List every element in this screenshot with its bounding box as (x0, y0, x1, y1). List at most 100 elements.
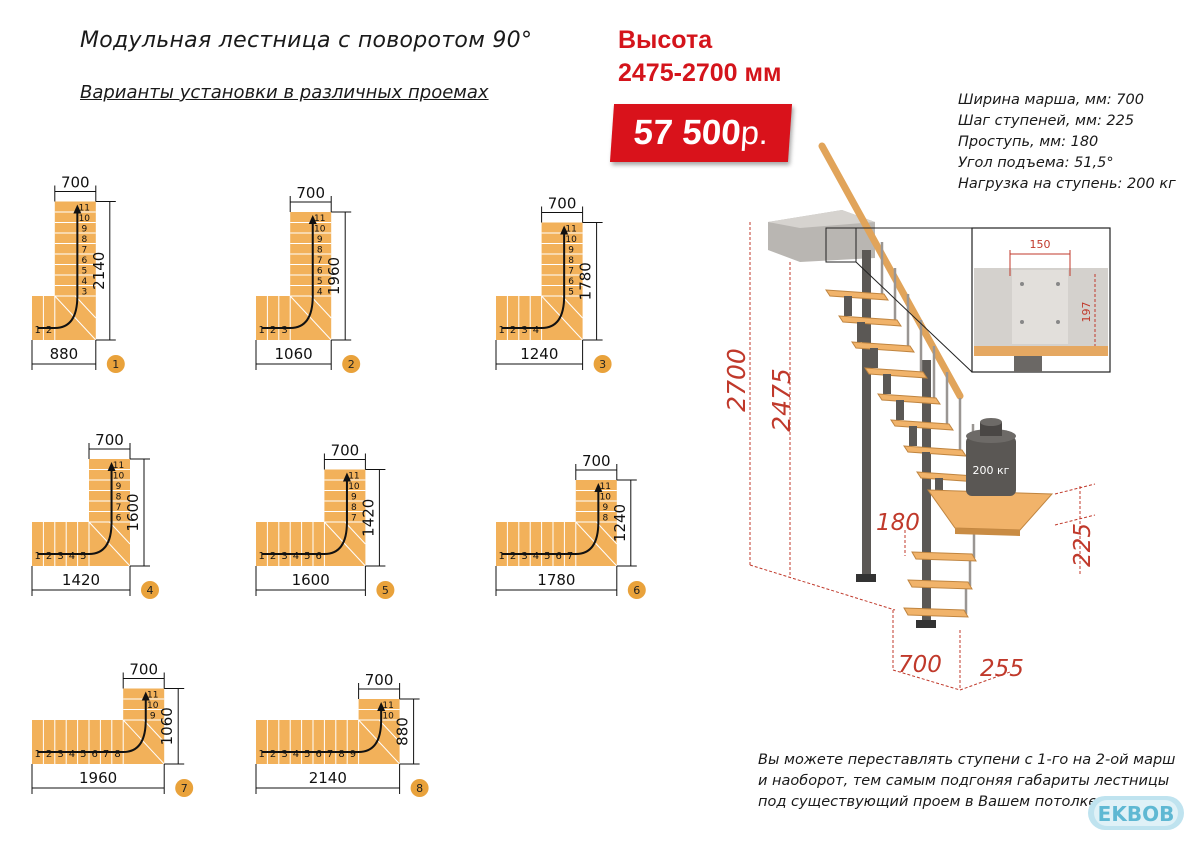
step-number: 4 (69, 551, 75, 562)
step-number: 3 (521, 551, 527, 562)
variant-badge (342, 355, 361, 373)
step-number: 9 (81, 225, 87, 235)
step-number: 3 (81, 288, 87, 298)
variant-number: 8 (416, 782, 423, 795)
step-number: 3 (281, 749, 287, 760)
step-number: 1 (35, 749, 41, 760)
dim-side: 1960 (325, 257, 343, 295)
step-number: 10 (147, 701, 159, 711)
stair-tread (890, 419, 954, 431)
variant-number: 5 (382, 584, 389, 597)
dim-top: 700 (331, 442, 360, 460)
step-number: 1 (35, 551, 41, 562)
variant-badge (376, 581, 395, 599)
step-number: 2 (46, 749, 52, 760)
stair-tread (851, 341, 915, 353)
stair-tread (907, 579, 973, 590)
spec-tread: Проступь, мм: 180 (958, 134, 1099, 150)
step-number: 8 (317, 246, 323, 256)
dim-floor-height: 2475 (767, 368, 796, 432)
step-number: 1 (259, 749, 265, 760)
step-number: 8 (116, 493, 122, 503)
step-number: 3 (57, 551, 63, 562)
ekbob-logo: EKBOB (1088, 796, 1184, 830)
step-number: 2 (46, 325, 52, 336)
step-number: 11 (565, 225, 576, 235)
dim-bottom: 1600 (292, 571, 330, 589)
dim-tread: 180 (876, 510, 920, 536)
variant-number: 1 (112, 358, 119, 371)
step-number: 9 (116, 482, 122, 492)
step-number: 10 (113, 472, 125, 482)
dim-bottom: 1780 (537, 571, 575, 589)
step-number: 7 (103, 749, 109, 760)
step-number: 5 (81, 267, 87, 277)
step-number: 2 (46, 551, 52, 562)
step-number: 10 (382, 712, 394, 722)
step-number: 11 (314, 214, 325, 224)
detail-dim-width: 150 (1030, 238, 1051, 251)
step-number: 5 (80, 551, 86, 562)
support-post-rear (922, 360, 931, 625)
note-line-1: Вы можете переставлять ступени с 1-го на… (758, 752, 1176, 768)
step-number: 3 (281, 325, 287, 336)
step-number: 8 (602, 514, 608, 524)
step-number: 7 (327, 749, 333, 760)
step-number: 10 (565, 235, 577, 245)
step-number: 11 (382, 701, 393, 711)
step-number: 11 (113, 461, 124, 471)
dim-bottom: 1240 (520, 345, 558, 363)
step-number: 7 (317, 256, 323, 266)
step-number: 3 (281, 551, 287, 562)
variant-number: 7 (181, 782, 188, 795)
variant-number: 4 (147, 584, 154, 597)
step-number: 7 (116, 503, 122, 513)
dim-side: 2140 (90, 252, 108, 290)
dim-side: 1600 (124, 493, 142, 531)
step-number: 6 (116, 514, 122, 524)
step-number: 5 (304, 749, 310, 760)
dim-side: 1780 (577, 262, 595, 300)
svg-text:EKBOB: EKBOB (1098, 802, 1175, 826)
step-number: 2 (270, 749, 276, 760)
step-number: 4 (533, 325, 539, 336)
specs-list: Ширина марша, мм: 700 Шаг ступеней, мм: … (958, 90, 1176, 195)
step-number: 4 (81, 277, 87, 287)
step-number: 2 (510, 551, 516, 562)
step-number: 5 (544, 551, 550, 562)
dim-top: 700 (129, 661, 158, 679)
step-number: 5 (317, 277, 323, 287)
step-number: 4 (533, 551, 539, 562)
spec-step: Шаг ступеней, мм: 225 (958, 113, 1135, 129)
stair-tread (903, 445, 967, 457)
dim-top: 700 (548, 195, 577, 213)
step-number: 8 (114, 749, 120, 760)
step-number: 11 (79, 204, 90, 214)
step-number: 2 (510, 325, 516, 336)
step-number: 6 (568, 277, 574, 287)
rearrange-note: Вы можете переставлять ступени с 1-го на… (758, 750, 1178, 813)
step-number: 8 (351, 503, 357, 513)
step-number: 5 (80, 749, 86, 760)
variant-badge (175, 779, 194, 797)
step-number: 7 (81, 246, 87, 256)
note-line-2: и наоборот, тем самым подгоняя габариты … (758, 773, 1170, 789)
variant-badge (410, 779, 429, 797)
step-number: 3 (57, 749, 63, 760)
dim-bottom: 1420 (62, 571, 100, 589)
stair-tread (864, 367, 928, 379)
support-post-front (862, 250, 871, 580)
step-number: 5 (568, 288, 574, 298)
step-number: 6 (556, 551, 562, 562)
dim-width: 700 (898, 652, 942, 678)
stair-tread (877, 393, 941, 405)
handrail (818, 142, 964, 400)
step-number: 2 (270, 551, 276, 562)
step-number: 9 (351, 493, 357, 503)
spec-angle: Угол подъема: 51,5° (958, 155, 1114, 171)
note-line-3: под существующий проем в Вашем потолке. (758, 794, 1102, 810)
stair-tread (825, 289, 889, 301)
height-label: Высота 2475-2700 мм (618, 24, 782, 90)
dim-total-height: 2700 (722, 348, 751, 412)
